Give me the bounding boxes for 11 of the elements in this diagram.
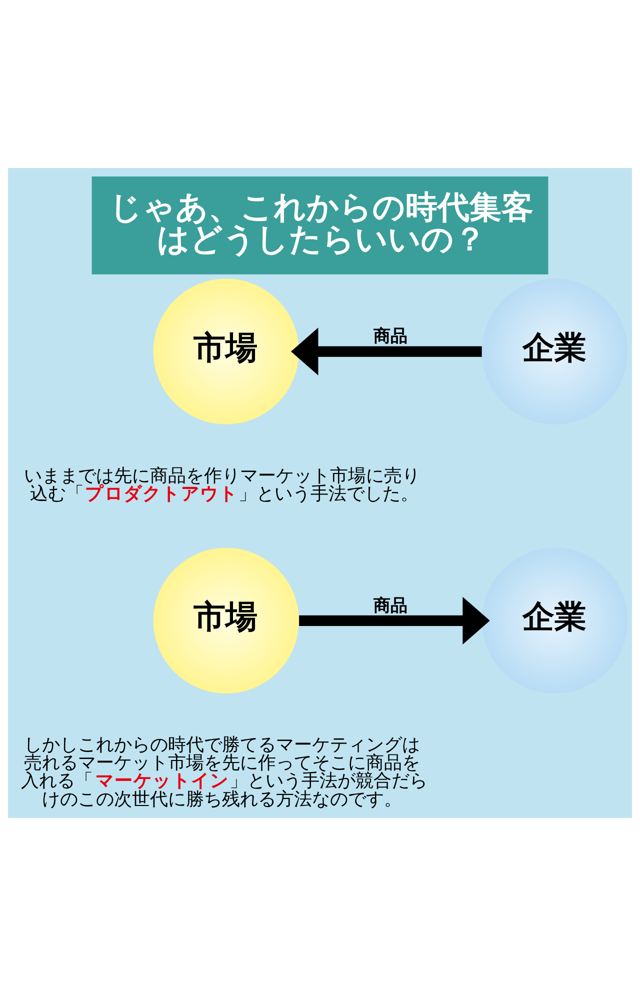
node-circle: 市場 — [153, 278, 299, 424]
edge-label: 商品 — [373, 595, 408, 616]
edge-label: 商品 — [373, 326, 408, 346]
arrow — [291, 327, 482, 375]
node-circle: 企業 — [482, 278, 628, 424]
arrow — [299, 596, 490, 644]
label: しかしこれからの時代で勝てるマーケティングは売れるマーケット市場を先に作ってそこに商品を入れる「マーケットイン」という手法が競合だらけのこの次世代に勝ち残れる方法なのです。 — [20, 734, 428, 810]
node-circle: 企業 — [482, 547, 628, 694]
diagram-title: じゃあ、これからの時代集客はどうしたらいいの？ — [109, 188, 534, 258]
node-circle: 市場 — [153, 547, 299, 694]
label: いままでは先に商品を作りマーケット市場に売り込む「プロダクトアウト」という手法でした。 — [24, 464, 420, 504]
